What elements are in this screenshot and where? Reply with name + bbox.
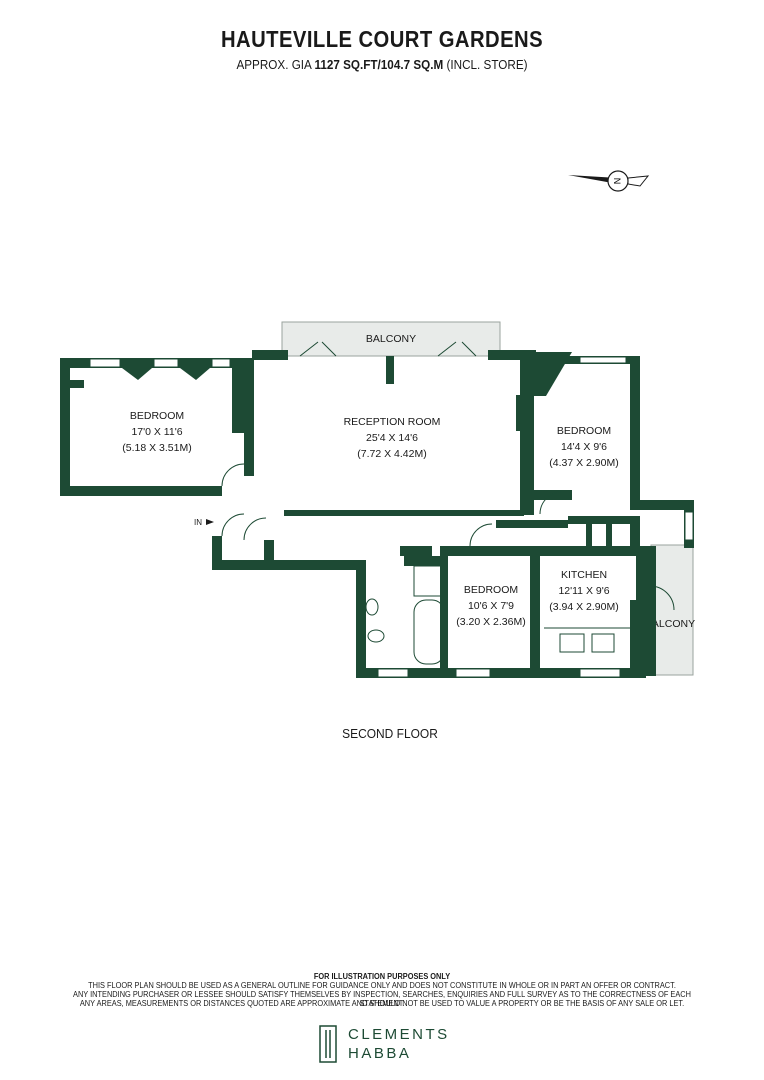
room-reception: RECEPTION ROOM 25'4 X 14'6 (7.72 X 4.42M… xyxy=(344,416,441,460)
top-balcony-label: BALCONY xyxy=(366,333,416,345)
logo-wordmark-line-2: HABBA xyxy=(348,1045,412,1062)
room-size-imperial: 12'11 X 9'6 xyxy=(558,585,609,597)
right-balcony xyxy=(650,544,694,676)
room-size-imperial: 17'0 X 11'6 xyxy=(131,426,182,438)
disclaimer-line: THIS FLOOR PLAN SHOULD BE USED AS A GENE… xyxy=(88,980,676,990)
basin-icon xyxy=(365,598,379,616)
area-summary: APPROX. GIA 1127 SQ.FT/104.7 SQ.M (INCL.… xyxy=(38,57,726,72)
floor-label: SECOND FLOOR xyxy=(342,726,438,741)
compass-needle-icon xyxy=(568,175,618,184)
walls xyxy=(60,350,694,678)
disclaimer-heading: FOR ILLUSTRATION PURPOSES ONLY xyxy=(313,971,451,981)
hob-icon xyxy=(559,633,585,653)
right-balcony-label: BALCONY xyxy=(645,618,695,630)
area-value: 1127 SQ.FT/104.7 SQ.M xyxy=(314,57,444,72)
room-bedroom-2: BEDROOM 14'4 X 9'6 (4.37 X 2.90M) xyxy=(549,425,618,469)
plan-title: HAUTEVILLE COURT GARDENS xyxy=(220,26,544,52)
room-size-metric: (3.94 X 2.90M) xyxy=(549,601,618,613)
windows xyxy=(89,356,694,678)
compass-label: N xyxy=(612,178,622,185)
toilet-icon xyxy=(367,629,385,643)
bathtub-icon xyxy=(413,599,445,665)
room-size-imperial: 10'6 X 7'9 xyxy=(468,600,514,612)
compass-ring-icon xyxy=(607,170,629,192)
compass-tail-icon xyxy=(627,175,650,187)
area-suffix: (INCL. STORE) xyxy=(443,57,528,72)
entrance-label: IN xyxy=(194,518,202,527)
room-name: BEDROOM xyxy=(130,410,184,422)
room-name: BEDROOM xyxy=(464,584,518,596)
room-name: BEDROOM xyxy=(557,425,611,437)
room-size-imperial: 25'4 X 14'6 xyxy=(366,432,418,444)
room-name: KITCHEN xyxy=(561,569,607,581)
area-prefix: APPROX. GIA xyxy=(236,57,315,72)
entrance-arrow-icon xyxy=(206,519,214,525)
room-size-metric: (4.37 X 2.90M) xyxy=(549,457,618,469)
room-bedroom-3: BEDROOM 10'6 X 7'9 (3.20 X 2.36M) xyxy=(456,584,525,628)
room-size-metric: (7.72 X 4.42M) xyxy=(357,448,426,460)
room-size-metric: (5.18 X 3.51M) xyxy=(122,442,191,454)
room-name: RECEPTION ROOM xyxy=(344,416,441,428)
clements-habba-logo-icon xyxy=(319,1025,337,1063)
room-size-imperial: 14'4 X 9'6 xyxy=(561,441,607,453)
room-size-metric: (3.20 X 2.36M) xyxy=(456,616,525,628)
disclaimer-line: ANY INTENDING PURCHASER OR LESSEE SHOULD… xyxy=(73,989,691,1009)
disclaimer-line: ANY AREAS, MEASUREMENTS OR DISTANCES QUO… xyxy=(79,998,685,1008)
room-kitchen: KITCHEN 12'11 X 9'6 (3.94 X 2.90M) xyxy=(549,569,618,613)
fixtures xyxy=(365,565,630,665)
north-compass: N xyxy=(568,170,650,192)
shower-tray-icon xyxy=(413,565,447,597)
doors xyxy=(221,341,675,611)
logo-wordmark-line-1: CLEMENTS xyxy=(348,1026,450,1043)
sink-icon xyxy=(591,633,615,653)
room-bedroom-1: BEDROOM 17'0 X 11'6 (5.18 X 3.51M) xyxy=(122,410,191,454)
